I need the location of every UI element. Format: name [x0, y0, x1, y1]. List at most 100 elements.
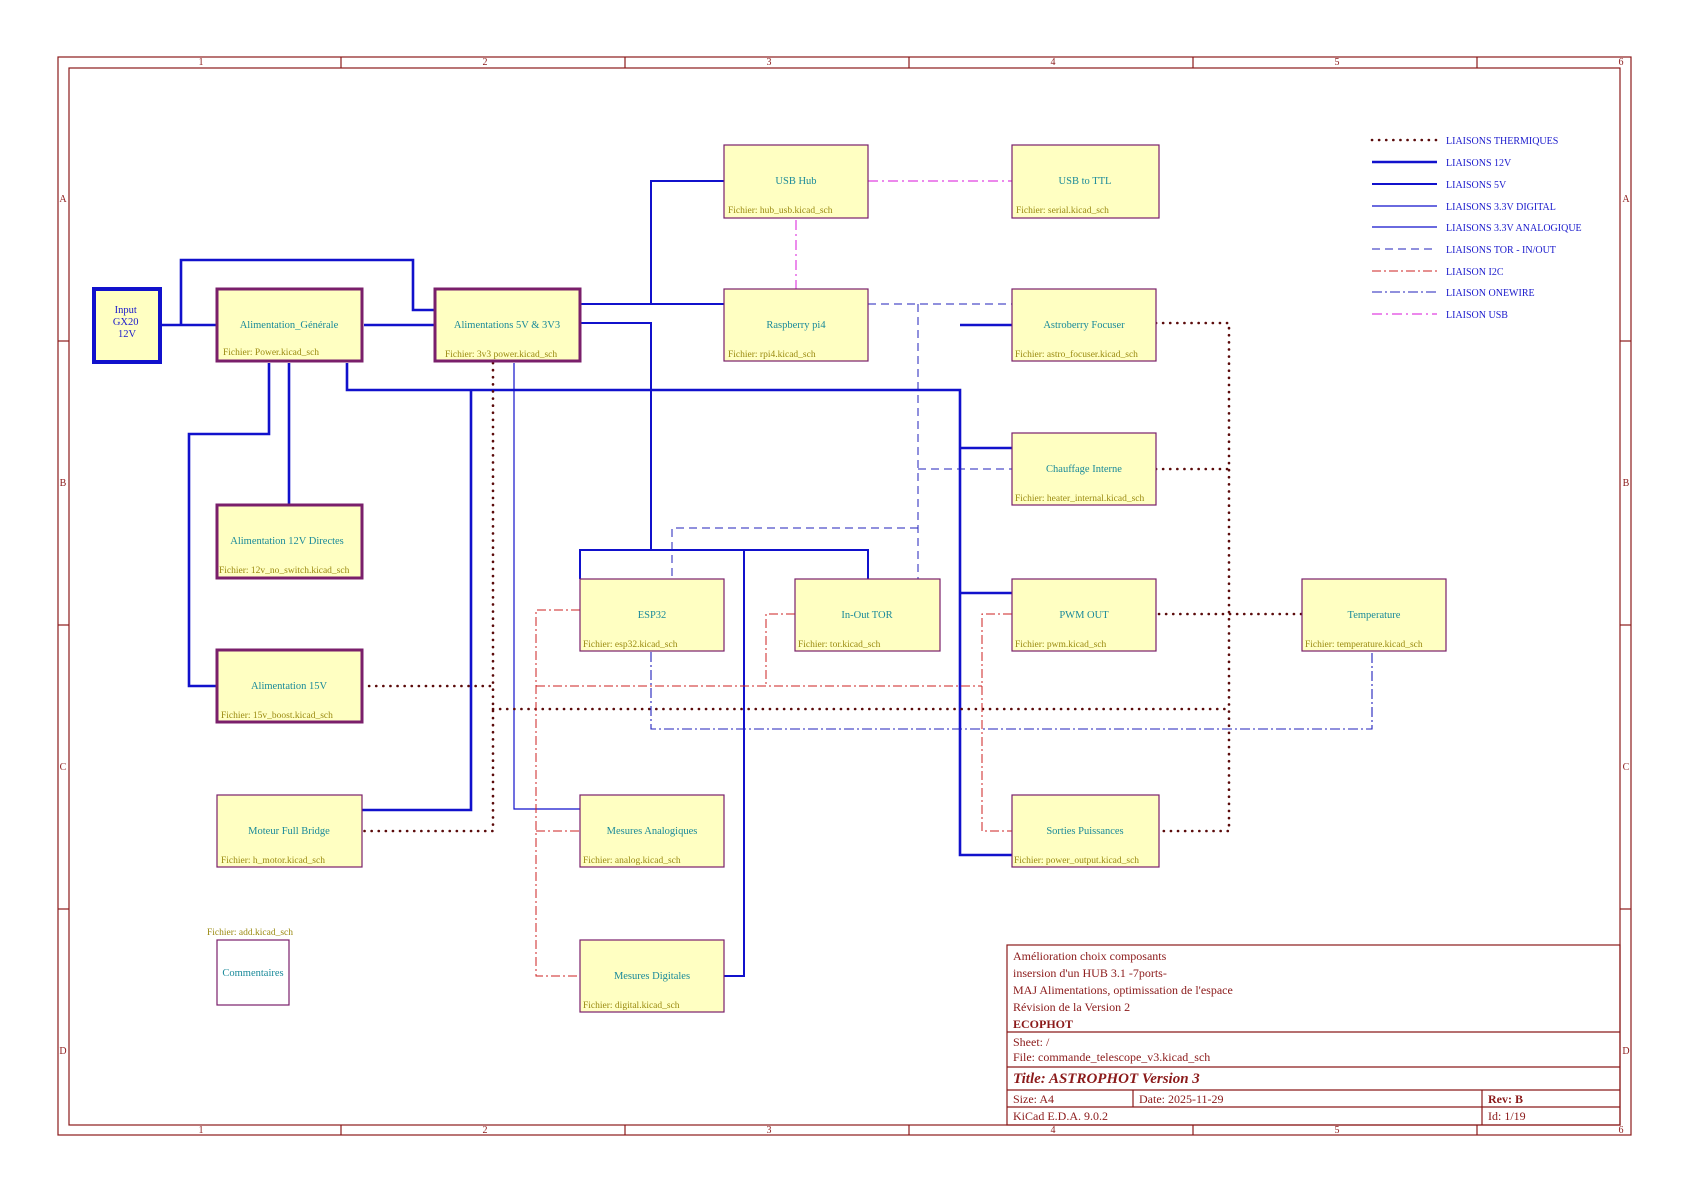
sheet-sorties-puissances[interactable] — [1011, 794, 1160, 868]
sheet-input-line: GX20 — [113, 317, 139, 328]
sheet-alimentations-5v-3v3[interactable] — [433, 287, 582, 363]
title-block-file: File: commande_telescope_v3.kicad_sch — [1013, 1050, 1210, 1064]
title-block-sheet: Sheet: / — [1013, 1035, 1050, 1049]
title-block-title: Title: ASTROPHOT Version 3 — [1013, 1071, 1200, 1087]
legend-label: LIAISONS 12V — [1446, 158, 1512, 169]
row-label-left: A — [59, 194, 67, 205]
sheet-file: Fichier: heater_internal.kicad_sch — [1015, 494, 1145, 504]
col-label-bottom: 3 — [767, 1125, 772, 1136]
sheet-input-line: Input — [115, 305, 137, 316]
col-label-top: 2 — [483, 57, 488, 68]
sheet-name: Alimentation_Générale — [240, 320, 339, 331]
legend-label: LIAISONS 3.3V ANALOGIQUE — [1446, 223, 1582, 234]
row-label-left: C — [60, 762, 67, 773]
sheet-alimentation-15v[interactable] — [215, 648, 364, 724]
wire-3v3-analog — [513, 363, 580, 810]
wire-5v — [724, 550, 745, 977]
sheet-name: Sorties Puissances — [1046, 826, 1123, 837]
sheet-usb-to-ttl[interactable] — [1011, 144, 1160, 219]
title-block-comment: Révision de la Version 2 — [1013, 1000, 1130, 1014]
title-block-id: Id: 1/19 — [1488, 1109, 1526, 1123]
sheet-file: Fichier: 15v_boost.kicad_sch — [221, 711, 333, 721]
sheet-commentaires[interactable] — [216, 939, 290, 1006]
sheet-name: Mesures Analogiques — [607, 826, 698, 837]
sheet-chauffage-interne[interactable] — [1011, 432, 1157, 506]
outer-frame — [57, 56, 1632, 1136]
wire-5v — [651, 549, 869, 579]
sheet-name: USB Hub — [775, 176, 816, 187]
sheet-alimentation-12v-directes[interactable] — [215, 503, 364, 580]
sheet-name: Chauffage Interne — [1046, 464, 1122, 475]
sheet-file: Fichier: tor.kicad_sch — [798, 640, 881, 650]
wire-5v — [579, 322, 652, 579]
sheet-name: Alimentation 15V — [251, 681, 328, 692]
title-block-date: Date: 2025-11-29 — [1139, 1092, 1224, 1106]
col-label-top: 3 — [767, 57, 772, 68]
legend-label: LIAISONS 5V — [1446, 180, 1507, 191]
wire-tor — [671, 527, 918, 579]
sheet-name: USB to TTL — [1059, 176, 1112, 187]
sheet-file: Fichier: hub_usb.kicad_sch — [728, 206, 833, 216]
row-label-left: B — [60, 478, 67, 489]
col-label-bottom: 4 — [1051, 1125, 1056, 1136]
sheet-moteur-full-bridge[interactable] — [216, 794, 363, 868]
sheet-name: Moteur Full Bridge — [248, 826, 330, 837]
sheet-in-out-tor[interactable] — [794, 578, 941, 652]
title-block-size: Size: A4 — [1013, 1092, 1054, 1106]
sheet-name: Astroberry Focuser — [1043, 320, 1125, 331]
legend: LIAISONS THERMIQUES LIAISONS 12V LIAISON… — [1370, 136, 1582, 321]
sheet-usb-hub[interactable] — [723, 144, 869, 219]
legend-label: LIAISONS TOR - IN/OUT — [1446, 245, 1556, 256]
sheet-name: Raspberry pi4 — [766, 320, 826, 331]
wire-5v — [650, 180, 724, 304]
sheet-input-line: 12V — [118, 329, 137, 340]
wire-i2c — [535, 609, 580, 977]
frame-ticks — [58, 57, 1631, 1135]
row-label-right: B — [1623, 478, 1630, 489]
col-label-top: 1 — [199, 57, 204, 68]
wire-12v — [345, 363, 1012, 857]
sheet-pwm-out[interactable] — [1011, 578, 1157, 652]
sheet-file: Fichier: 3v3 power.kicad_sch — [445, 350, 557, 360]
sheet-file: Fichier: power_output.kicad_sch — [1014, 856, 1139, 866]
col-label-bottom: 5 — [1335, 1125, 1340, 1136]
sheet-name: PWM OUT — [1059, 610, 1109, 621]
wire-12v — [179, 258, 435, 325]
sheet-name: In-Out TOR — [841, 610, 892, 621]
wire-onewire — [650, 652, 1373, 730]
row-label-left: D — [59, 1046, 66, 1057]
sheet-name: Commentaires — [222, 968, 283, 979]
wire-12v — [187, 363, 271, 688]
sheet-raspberry-pi4[interactable] — [723, 288, 869, 362]
title-block-comment: insersion d'un HUB 3.1 -7ports- — [1013, 966, 1167, 980]
sheet-temperature[interactable] — [1301, 578, 1447, 652]
wire-thermal — [360, 361, 495, 833]
title-block: Amélioration choix composants insersion … — [1006, 944, 1621, 1126]
sheet-name: Alimentations 5V & 3V3 — [454, 320, 560, 331]
sheet-file: Fichier: pwm.kicad_sch — [1015, 640, 1107, 650]
row-label-right: A — [1622, 194, 1630, 205]
wire-i2c — [981, 613, 1012, 832]
title-block-comment: Amélioration choix composants — [1013, 949, 1167, 963]
sheet-file: Fichier: h_motor.kicad_sch — [221, 856, 325, 866]
sheet-input[interactable] — [92, 287, 162, 364]
legend-label: LIAISONS 3.3V DIGITAL — [1446, 202, 1556, 213]
col-label-top: 4 — [1051, 57, 1056, 68]
sheet-astroberry-focuser[interactable] — [1011, 288, 1157, 362]
inner-frame — [68, 67, 1621, 1126]
legend-label: LIAISON I2C — [1446, 267, 1504, 278]
sheet-file: Fichier: 12v_no_switch.kicad_sch — [219, 566, 350, 576]
title-block-company: ECOPHOT — [1013, 1017, 1073, 1031]
sheet-esp32[interactable] — [579, 578, 725, 652]
col-label-top: 6 — [1619, 57, 1624, 68]
sheet-alimentation-generale[interactable] — [215, 287, 364, 363]
sheet-mesures-analogiques[interactable] — [579, 794, 725, 868]
sheet-file: Fichier: Power.kicad_sch — [223, 348, 319, 358]
wire-thermal — [1154, 321, 1231, 833]
title-block-tool: KiCad E.D.A. 9.0.2 — [1013, 1109, 1108, 1123]
sheet-file: Fichier: analog.kicad_sch — [583, 856, 681, 866]
sheet-file: Fichier: temperature.kicad_sch — [1305, 640, 1423, 650]
sheet-input-label: Input GX20 12V — [113, 305, 141, 340]
sheet-file: Fichier: rpi4.kicad_sch — [728, 350, 816, 360]
sheet-mesures-digitales[interactable] — [579, 939, 725, 1013]
